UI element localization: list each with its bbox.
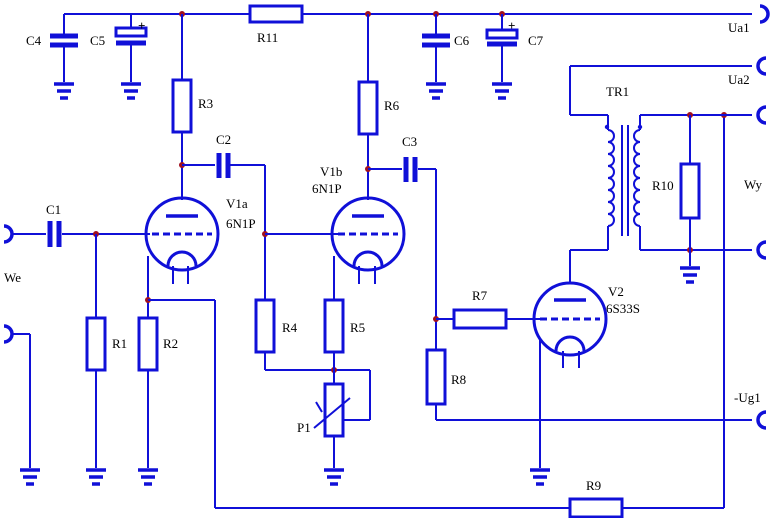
r3-label: R3: [198, 96, 213, 111]
tube-v1b: V1b 6N1P: [312, 164, 406, 284]
c1-label: C1: [46, 202, 61, 217]
ground-symbol: [530, 468, 550, 486]
svg-text:+: +: [138, 18, 145, 33]
v1a-type: 6N1P: [226, 216, 256, 231]
svg-text:+: +: [508, 18, 515, 33]
tube-v2: V2 6S33S: [532, 281, 640, 368]
resistor-r11: R11: [248, 4, 304, 45]
resistor-r1: R1: [85, 316, 127, 372]
resistor-r4: R4: [254, 298, 298, 354]
r4-label: R4: [282, 320, 298, 335]
ua2-label: Ua2: [728, 72, 750, 87]
we-label: We: [4, 270, 21, 285]
ug1-label: -Ug1: [734, 390, 761, 405]
r8-label: R8: [451, 372, 466, 387]
ground-symbol: [492, 82, 512, 100]
capacitor-c2: C2: [216, 132, 231, 178]
terminal-we: We: [3, 224, 21, 285]
v2-label: V2: [608, 284, 624, 299]
terminal-wy-top: [756, 105, 767, 125]
ground-symbol: [54, 82, 74, 100]
potentiometer-p1: P1: [297, 370, 371, 438]
r9-label: R9: [586, 478, 601, 493]
terminal-we-return: [3, 324, 14, 344]
capacitor-c5: + C5: [90, 14, 148, 100]
r2-label: R2: [163, 336, 178, 351]
resistor-r10: R10: [652, 162, 701, 220]
capacitor-c4: C4: [26, 14, 78, 100]
terminal-ua2: Ua2: [728, 56, 767, 87]
resistor-r6: R6: [357, 80, 400, 136]
ground-symbol: [680, 266, 700, 284]
c6-label: C6: [454, 33, 470, 48]
terminal-ua1: Ua1: [728, 4, 770, 35]
tr1-label: TR1: [606, 84, 629, 99]
ground-symbol: [86, 468, 106, 486]
resistor-r9: R9: [568, 478, 624, 518]
transformer-tr1: TR1: [569, 65, 752, 251]
c4-label: C4: [26, 33, 42, 48]
r10-label: R10: [652, 178, 674, 193]
c3-label: C3: [402, 134, 417, 149]
ua1-label: Ua1: [728, 20, 750, 35]
c7-label: C7: [528, 33, 544, 48]
capacitor-c3: C3: [402, 134, 418, 182]
capacitor-c1: C1: [46, 202, 62, 247]
r11-label: R11: [257, 30, 278, 45]
wy-label: Wy: [744, 177, 762, 192]
r7-label: R7: [472, 288, 488, 303]
resistor-r8: R8: [425, 348, 466, 406]
terminal-ug1: -Ug1: [734, 390, 767, 430]
ground-symbol: [426, 82, 446, 100]
v1b-label: V1b: [320, 164, 342, 179]
tube-v1a: V1a 6N1P: [144, 196, 256, 284]
c5-label: C5: [90, 33, 105, 48]
ground-symbol: [20, 468, 40, 486]
capacitor-c7: + C7: [485, 14, 544, 100]
v1b-type: 6N1P: [312, 181, 342, 196]
v2-type: 6S33S: [606, 301, 640, 316]
resistor-r7: R7: [452, 288, 508, 330]
ground-symbol: [138, 468, 158, 486]
r5-label: R5: [350, 320, 365, 335]
p1-label: P1: [297, 420, 311, 435]
ground-symbol: [324, 468, 344, 486]
resistor-r3: R3: [171, 78, 213, 134]
c2-label: C2: [216, 132, 231, 147]
ground-symbol: [121, 82, 141, 100]
v1a-label: V1a: [226, 196, 248, 211]
resistor-r5: R5: [323, 298, 365, 354]
r6-label: R6: [384, 98, 400, 113]
resistor-r2: R2: [137, 316, 178, 372]
terminal-wy-bottom: [756, 240, 767, 260]
capacitor-c6: C6: [422, 14, 470, 100]
r1-label: R1: [112, 336, 127, 351]
